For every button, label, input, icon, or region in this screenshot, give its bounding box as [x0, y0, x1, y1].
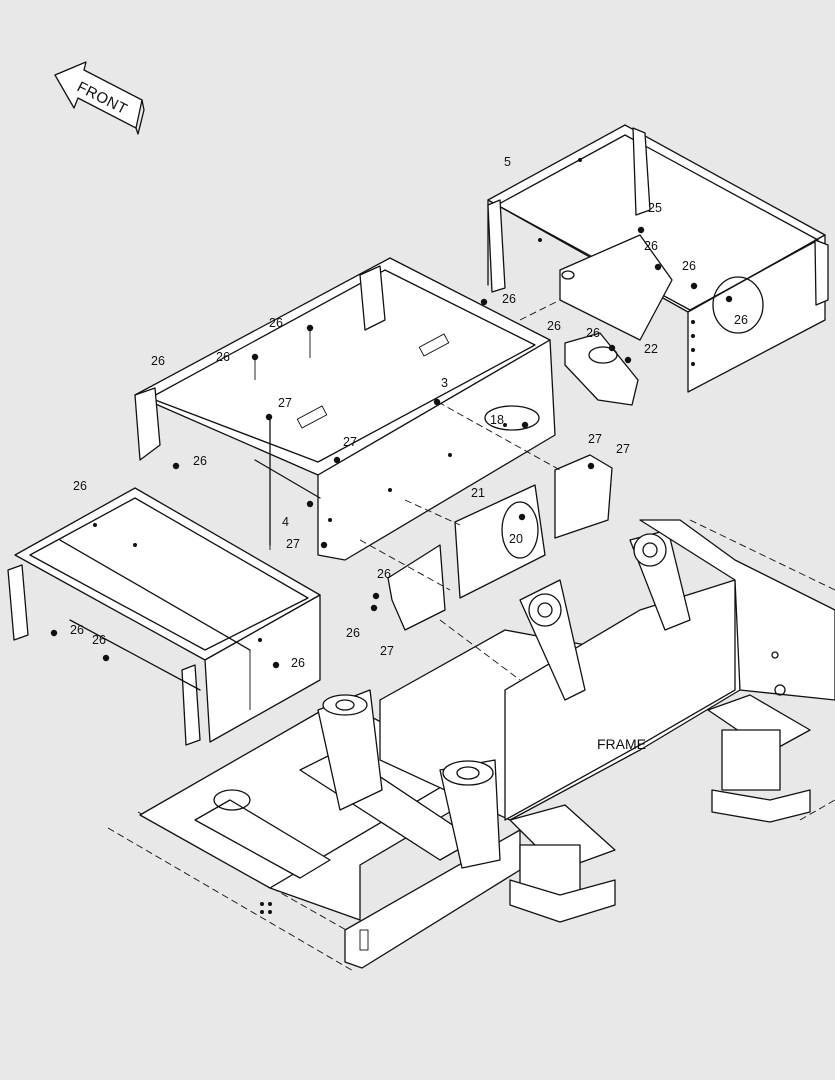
callout-18: 21 — [471, 486, 485, 500]
callout-26: 22 — [644, 342, 658, 356]
callout-27: 4 — [282, 515, 289, 529]
callout-26: 26 — [682, 259, 696, 273]
callout-27: 26 — [193, 454, 207, 468]
callout-27: 26 — [346, 626, 360, 640]
callout-26: 26 — [216, 350, 230, 364]
callout-26: 26 — [586, 326, 600, 340]
callout-3: 26 — [151, 354, 165, 368]
callout-labels: 5 25 26 26 26 26 26 26 22 26 26 3 26 27 … — [70, 155, 748, 670]
part-22-bracket — [564, 332, 639, 406]
main-frame: FRAME — [107, 519, 835, 973]
callout-27: 27 — [343, 435, 357, 449]
callout-26: 27 — [286, 537, 300, 551]
callout-26: 26 — [269, 316, 283, 330]
callout-26: 27 — [278, 396, 292, 410]
callout-26: 20 — [509, 532, 523, 546]
front-arrow: FRONT — [54, 61, 145, 135]
part-20-plate — [387, 544, 446, 631]
callout-26: 26 — [291, 656, 305, 670]
callout-22: 26 — [547, 319, 561, 333]
frame-label: FRAME — [597, 736, 646, 752]
callout-26: 27 — [588, 432, 602, 446]
callout-27: 3 — [441, 376, 448, 390]
part-18-plate — [454, 484, 546, 599]
hardware-bolts — [50, 226, 733, 669]
callout-4: 26 — [73, 479, 87, 493]
callout-20: 27 — [380, 644, 394, 658]
callout-5: 5 — [504, 155, 511, 169]
callout-21: 27 — [616, 442, 630, 456]
callout-25: 25 — [648, 201, 662, 215]
callout-27: 26 — [377, 567, 391, 581]
callout-26: 26 — [92, 633, 106, 647]
assembly-4-box — [7, 487, 321, 746]
callout-26: 18 — [490, 413, 504, 427]
callout-26: 26 — [70, 623, 84, 637]
callout-26: 26 — [734, 313, 748, 327]
part-21-plate — [554, 454, 613, 539]
callout-26: 26 — [644, 239, 658, 253]
leader-lines — [254, 299, 561, 681]
callout-26: 26 — [502, 292, 516, 306]
assembly-5-box — [487, 124, 829, 393]
